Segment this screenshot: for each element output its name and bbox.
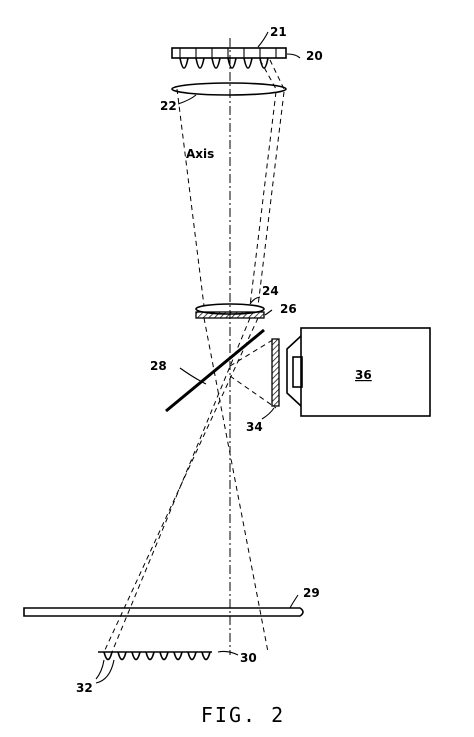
label-22: 22 bbox=[160, 99, 177, 113]
label-30: 30 bbox=[240, 651, 257, 665]
label-28: 28 bbox=[150, 359, 167, 373]
label-36: 36 bbox=[355, 368, 372, 382]
label-32: 32 bbox=[76, 681, 93, 695]
ray-paths bbox=[103, 59, 285, 653]
label-21: 21 bbox=[270, 25, 287, 39]
figure-caption: FIG. 2 bbox=[201, 703, 285, 727]
label-axis: Axis bbox=[186, 147, 214, 161]
component-30-bottom-array bbox=[98, 651, 212, 661]
beam-splitter-28 bbox=[165, 328, 265, 413]
label-34: 34 bbox=[246, 420, 263, 434]
label-29: 29 bbox=[303, 586, 320, 600]
lens-22 bbox=[171, 82, 287, 96]
label-26: 26 bbox=[280, 302, 297, 316]
leader-lines bbox=[95, 31, 301, 684]
substrate-29 bbox=[23, 607, 304, 617]
label-24: 24 bbox=[262, 284, 279, 298]
component-20-top-array bbox=[171, 47, 287, 69]
plate-26 bbox=[195, 311, 265, 319]
camera-36 bbox=[286, 327, 431, 417]
sensor-34 bbox=[271, 338, 280, 407]
label-20: 20 bbox=[306, 49, 323, 63]
